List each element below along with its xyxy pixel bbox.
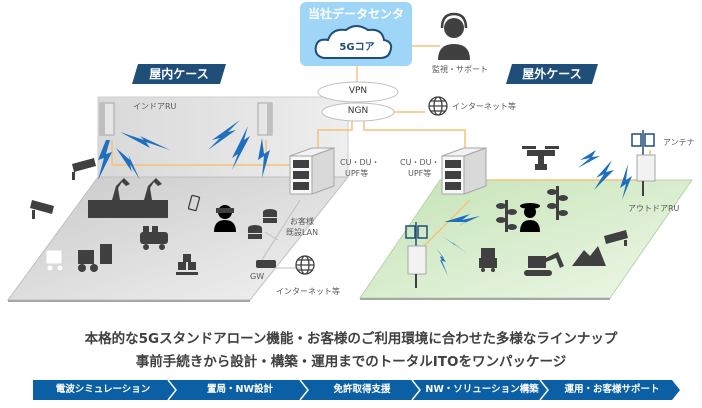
step-site-nw-design: 置局・NW設計: [207, 384, 273, 395]
vpn-label: VPN: [348, 86, 368, 96]
radio-wave-bolt-icons: [98, 120, 632, 276]
outdoor-floor: [359, 179, 693, 299]
gateway-router-icon: [256, 260, 276, 268]
robot-arm-conveyor-icon: [88, 178, 168, 218]
farmer-icon: [520, 203, 540, 232]
lan-label-1: お客様: [290, 217, 314, 226]
outdoor-case-tag: 屋外ケース: [522, 67, 582, 81]
gw-label: GW: [250, 272, 265, 281]
security-camera-icon: [30, 200, 54, 219]
worker-vr-icon: [214, 205, 236, 232]
server-rack-icon: [441, 147, 487, 195]
headline-1: 本格的な5Gスタンドアローン機能・お客様のご利用環境に合わせた多様なラインナップ: [84, 331, 618, 347]
crop-plant-icon: [496, 200, 517, 232]
datacenter-cloud: [314, 25, 393, 59]
vpn-oval: [317, 81, 399, 103]
antenna-icon: [631, 130, 655, 155]
globe-icon: [295, 255, 315, 275]
process-steps: [33, 379, 680, 401]
security-camera-icon: [72, 158, 96, 180]
outdoor-ru-device: [407, 245, 427, 288]
step-nw-solution-build: NW・ソリューション構築: [425, 384, 539, 395]
ngn-label: NGN: [347, 106, 369, 116]
5g-core-label: 5Gコア: [339, 42, 375, 53]
server-rack-icon: [289, 147, 335, 195]
indoor-cu-label-2: UPF等: [345, 169, 369, 178]
smartphone-icon: [187, 194, 201, 212]
ngn-oval: [321, 102, 395, 122]
security-camera-icon: [604, 230, 628, 246]
support-label: 監視・サポート: [432, 65, 488, 74]
globe-icon: [428, 96, 448, 116]
outdoor-cu-label-1: CU・DU・: [400, 158, 440, 167]
antenna-icon: [405, 222, 428, 246]
indoor-ru-device: [99, 102, 115, 136]
database-icon: [248, 209, 277, 239]
indoor-internet-label: インターネット等: [276, 287, 340, 296]
robot-vehicle-icon: [479, 248, 497, 272]
outdoor-ru-label: アウトドアRU: [628, 204, 680, 213]
crop-plant-icon: [547, 186, 568, 220]
outdoor-cu-label-2: UPF等: [408, 169, 432, 178]
datacenter-title: 当社データセンタ: [307, 7, 404, 21]
outdoor-ru-device: [636, 154, 656, 196]
indoor-case-tag-bg: [132, 64, 226, 84]
excavator-icon: [524, 252, 564, 276]
operator-headset-icon: [438, 12, 470, 60]
indoor-cu-label-1: CU・DU・: [340, 158, 380, 167]
step-operation-support: 運用・お客様サポート: [564, 384, 660, 395]
agv-cart-icon: [140, 226, 168, 250]
lan-label-2: 既設LAN: [286, 228, 319, 237]
indoor-case-tag: 屋内ケース: [149, 67, 209, 81]
internet-label-top: インターネット等: [452, 102, 516, 111]
headline-2: 事前手続きから設計・構築・運用までのトータルITOをワンパッケージ: [135, 354, 567, 370]
forklift-icon: [45, 244, 112, 272]
pallet-boxes-icon: [176, 254, 198, 275]
outdoor-case-tag-bg: [506, 64, 598, 84]
indoor-ru-label: インドアRU: [133, 102, 177, 111]
antenna-label: アンテナ: [663, 138, 695, 147]
drone-icon: [522, 146, 559, 170]
step-license-support: 免許取得支援: [333, 384, 391, 395]
step-radio-simulation: 電波シミュレーション: [55, 384, 151, 395]
mountain-icon: [572, 246, 606, 266]
indoor-ru-device: [257, 102, 273, 136]
